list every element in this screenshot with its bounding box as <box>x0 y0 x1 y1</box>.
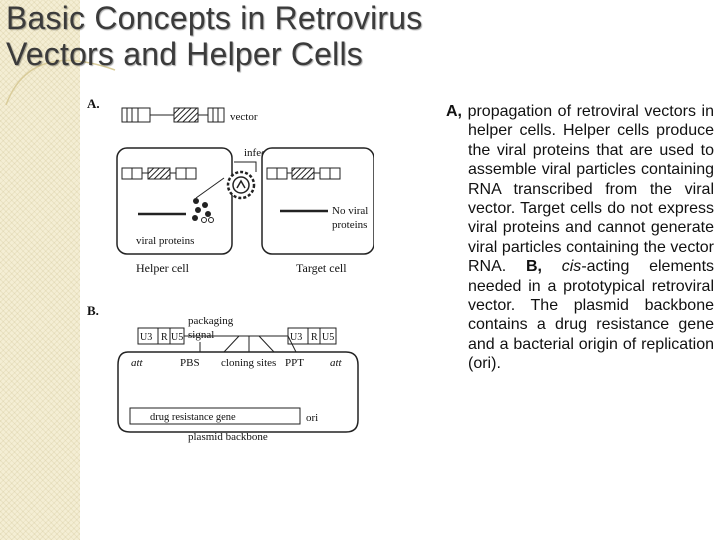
panel-b-label: B. <box>87 303 99 318</box>
left-r: R <box>161 332 168 343</box>
plasmid-backbone-label: plasmid backbone <box>188 431 268 443</box>
viral-protein-dots <box>192 198 214 223</box>
caption-a-text: propagation of retroviral vectors in hel… <box>462 103 714 276</box>
retrovirus-figure: A. vector viral proteins Helper cell <box>87 96 374 443</box>
target-integrated-vector <box>266 167 341 180</box>
caption-b-text: -acting elements needed in a prototypica… <box>468 258 715 373</box>
helper-cell-label: Helper cell <box>136 261 190 275</box>
proteins-label: proteins <box>332 219 367 231</box>
helper-integrated-vector <box>121 167 197 180</box>
plasmid-outline <box>117 351 359 433</box>
signal-label: signal <box>188 329 214 341</box>
title-line-1: Basic Concepts in Retrovirus <box>6 0 423 36</box>
target-cell-label: Target cell <box>296 261 347 275</box>
right-ltr <box>287 327 337 345</box>
viral-particle <box>226 170 256 200</box>
caption-cis-word: cis <box>561 258 582 276</box>
panel-a-label: A. <box>87 96 100 111</box>
ppt-label: PPT <box>285 357 304 369</box>
drug-resistance-label: drug resistance gene <box>150 412 236 423</box>
ori-label: ori <box>306 412 318 424</box>
target-cell-box <box>261 147 374 255</box>
right-u3: U3 <box>290 332 302 343</box>
figure-caption: A, propagation of retroviral vectors in … <box>446 102 714 374</box>
drug-resistance-box <box>129 407 301 425</box>
title-line-2: Vectors and Helper Cells <box>6 36 363 72</box>
viral-proteins-label: viral proteins <box>136 235 194 247</box>
right-att: att <box>330 357 343 369</box>
assembly-arrow <box>195 177 225 199</box>
vector-label: vector <box>230 111 258 123</box>
caption-a-label: A, <box>446 103 462 120</box>
left-u5: U5 <box>171 332 183 343</box>
right-r: R <box>311 332 318 343</box>
slide-title: Basic Concepts in Retrovirus Vectors and… <box>6 0 422 72</box>
caption-b-label: B, <box>525 258 542 276</box>
no-viral-label: No viral <box>332 205 368 217</box>
pbs-label: PBS <box>180 357 200 369</box>
packaging-label: packaging <box>188 315 234 327</box>
left-u3: U3 <box>140 332 152 343</box>
infect-arrow <box>234 161 257 172</box>
right-u5: U5 <box>322 332 334 343</box>
vector-construct <box>121 107 225 123</box>
left-att: att <box>131 357 144 369</box>
decorative-curve <box>5 59 116 106</box>
cloning-sites-label: cloning sites <box>221 357 276 369</box>
helper-cell-box <box>116 147 233 255</box>
